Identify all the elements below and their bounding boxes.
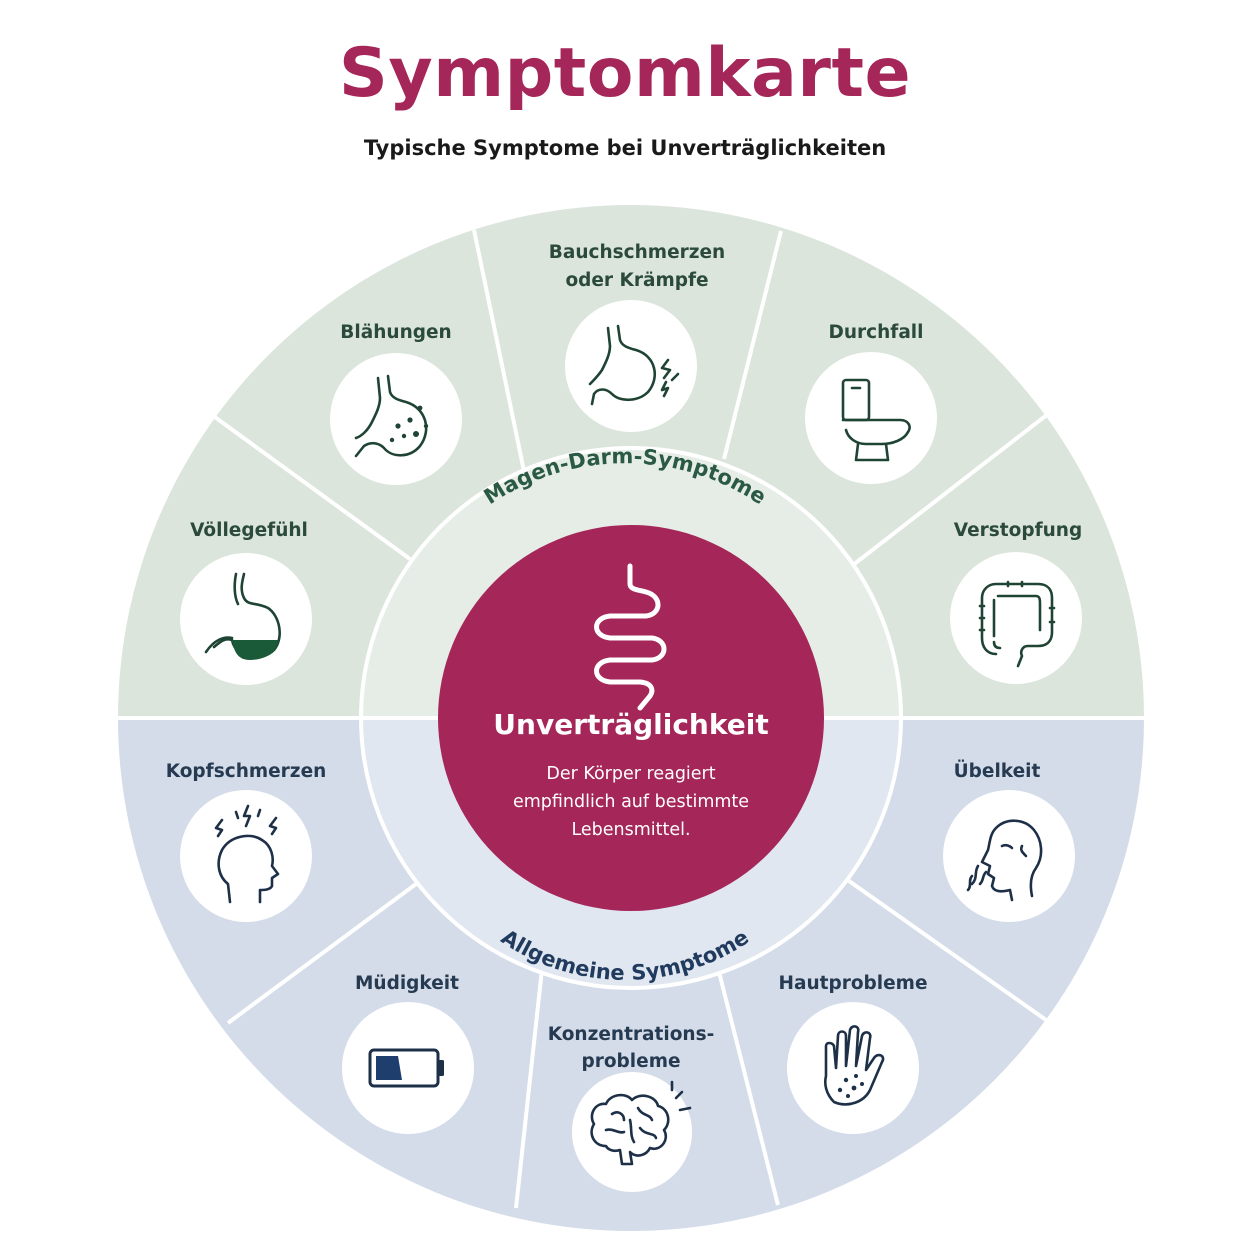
brain-icon bbox=[590, 1080, 692, 1166]
low-battery-icon bbox=[368, 1048, 444, 1088]
symptom-label-line-2: probleme bbox=[581, 1051, 680, 1072]
symptom-verstopfung: Verstopfung bbox=[950, 520, 1082, 684]
symptom-blaehungen: Blähungen bbox=[330, 322, 462, 485]
center-text-line-3: Lebensmittel. bbox=[571, 820, 690, 840]
full-stomach-icon bbox=[204, 572, 281, 660]
center-text-line-2: empfindlich auf bestimmte bbox=[513, 792, 749, 812]
symptom-kopfschmerzen: Kopfschmerzen bbox=[166, 761, 327, 922]
symptom-voellegefuehl: Völlegefühl bbox=[180, 520, 312, 685]
symptom-label: Müdigkeit bbox=[355, 973, 459, 994]
toilet-icon bbox=[841, 378, 911, 462]
symptom-uebelkeit: Übelkeit bbox=[943, 760, 1075, 922]
symptom-label: Verstopfung bbox=[954, 520, 1082, 541]
bloated-stomach-icon bbox=[354, 374, 429, 458]
nausea-face-icon bbox=[966, 819, 1043, 902]
symptom-label-line-1: Konzentrations- bbox=[548, 1024, 715, 1045]
center-title: Unverträglichkeit bbox=[493, 708, 768, 741]
colon-icon bbox=[978, 580, 1056, 668]
intestine-icon bbox=[594, 563, 667, 711]
symptom-label: Hautprobleme bbox=[778, 973, 927, 994]
symptom-label: Kopfschmerzen bbox=[166, 761, 327, 782]
symptom-label-line-2: oder Krämpfe bbox=[565, 270, 708, 291]
page-title: Symptomkarte bbox=[338, 34, 912, 113]
symptom-label: Durchfall bbox=[828, 322, 923, 343]
symptom-konzentrationsprobleme: Konzentrations- probleme bbox=[548, 1024, 715, 1192]
symptom-bauchschmerzen: Bauchschmerzen oder Krämpfe bbox=[549, 242, 725, 432]
headache-icon bbox=[214, 804, 280, 904]
sector-dividers bbox=[118, 229, 1144, 1209]
skin-rash-hand-icon bbox=[823, 1025, 885, 1106]
center-text-line-1: Der Körper reagiert bbox=[546, 764, 715, 784]
symptom-label: Völlegefühl bbox=[190, 520, 308, 541]
symptom-label: Übelkeit bbox=[954, 760, 1041, 782]
cramping-stomach-icon bbox=[588, 324, 680, 406]
symptom-label: Blähungen bbox=[340, 322, 451, 343]
symptom-label-line-1: Bauchschmerzen bbox=[549, 242, 725, 263]
symptom-muedigkeit: Müdigkeit bbox=[342, 973, 474, 1134]
page-subtitle: Typische Symptome bei Unverträglichkeite… bbox=[363, 136, 887, 160]
center-circle bbox=[438, 525, 824, 911]
symptom-durchfall: Durchfall bbox=[805, 322, 937, 484]
symptom-hautprobleme: Hautprobleme bbox=[778, 973, 928, 1134]
